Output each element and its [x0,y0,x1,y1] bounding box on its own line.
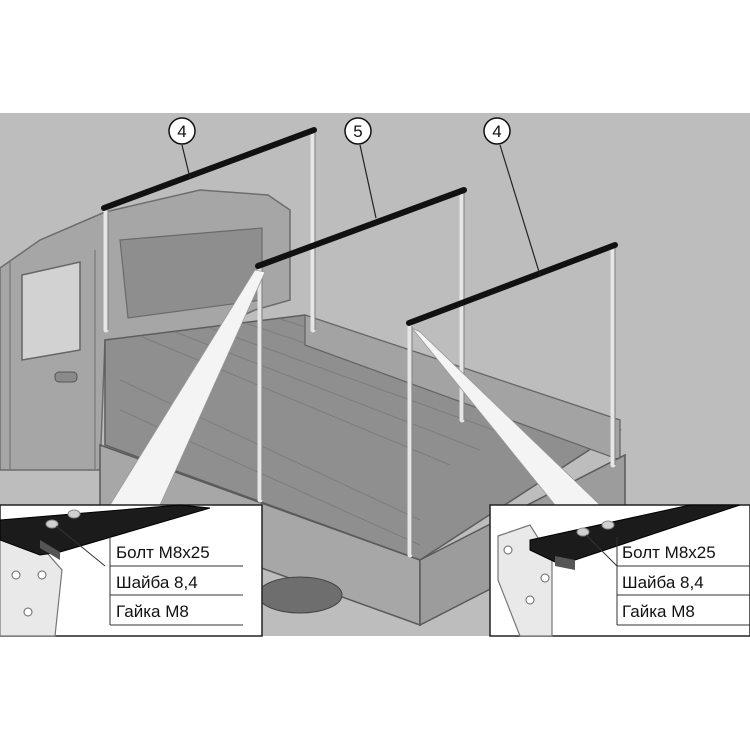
fastener-washer: Шайба 8,4 [622,573,704,592]
bolt-head [601,520,615,530]
door-handle [54,371,78,383]
vertical-posts-shade [107,133,616,555]
bolt-head [576,527,590,537]
rails [101,127,618,326]
bolt-head [67,509,81,519]
rail-4-front [101,127,317,211]
fastener-bolt: Болт М8х25 [116,543,210,562]
detail-box-left: Болт М8х25 Шайба 8,4 Гайка М8 [0,504,263,637]
fastener-table-right: Болт М8х25 Шайба 8,4 Гайка М8 [616,537,750,626]
callout-middle: 5 [344,117,377,219]
fastener-nut: Гайка М8 [116,602,189,621]
callout-left: 4 [168,117,196,179]
callout-number: 5 [353,122,362,141]
fastener-table-left: Болт М8х25 Шайба 8,4 Гайка М8 [109,537,243,626]
callout-circle [168,117,196,145]
callout-number: 4 [177,122,186,141]
rear-wheel [257,576,343,614]
cab-side-window [21,261,81,361]
callout-number: 4 [492,122,501,141]
rail-4-rear [406,242,618,326]
callout-circle [483,117,511,145]
callout-right: 4 [483,117,541,276]
cargo-bed-floor [104,314,622,561]
detail-box-right: Болт М8х25 Шайба 8,4 Гайка М8 [489,504,750,637]
bolt-head [45,519,59,529]
fastener-washer: Шайба 8,4 [116,573,198,592]
rail-5-middle [255,187,467,269]
fastener-nut: Гайка М8 [622,602,695,621]
callout-circle [344,117,372,145]
door-line [9,250,96,470]
fastener-bolt: Болт М8х25 [622,543,716,562]
